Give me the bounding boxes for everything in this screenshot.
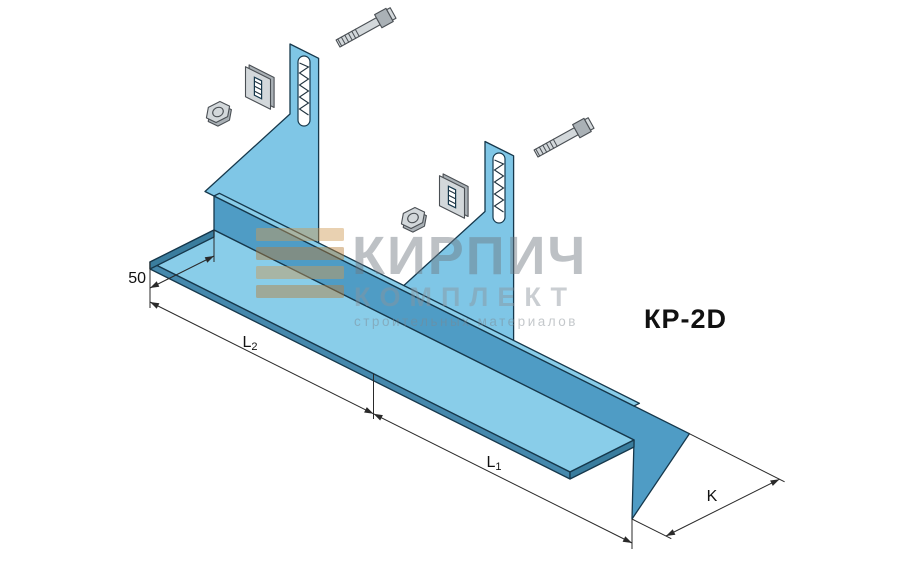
bolt-right <box>533 117 595 158</box>
dimension-50: 50 <box>128 255 215 289</box>
ext-line-apex-oblique <box>631 518 672 540</box>
horizontal-shelf <box>149 229 635 480</box>
hex-nut-right-top <box>400 206 426 230</box>
slotted-hole-right-hatch <box>493 159 505 213</box>
dim-K-line <box>665 478 780 537</box>
dim-L2-line <box>149 301 374 415</box>
slotted-hole-left-hatch <box>298 62 310 116</box>
dim-50-label: 50 <box>128 270 146 287</box>
dim-L1-line <box>373 413 633 544</box>
hex-nut-left <box>205 100 232 127</box>
dim-L2-arrow-end <box>364 407 374 414</box>
washer-left-slot-hatch <box>254 80 262 96</box>
dimension-L2: L2 <box>149 301 374 415</box>
logo-bar-4 <box>256 285 344 298</box>
product-title: КР-2D <box>644 304 727 334</box>
watermark-brand-secondary: КОМПЛЕКТ <box>354 282 576 312</box>
dimension-L1: L1 <box>373 413 633 544</box>
watermark-logo-bars <box>256 228 344 298</box>
hex-nut-right <box>400 206 427 233</box>
ext-line-tail-corner <box>689 433 785 483</box>
dim-K-arrow-start <box>666 529 676 536</box>
washer-right-slot-hatch <box>448 189 456 205</box>
hex-nut-right-hole <box>407 212 419 224</box>
bolt-right-thread <box>535 138 558 157</box>
dim-50-arrow-end <box>204 256 214 263</box>
slotted-square-washer-left <box>244 64 275 110</box>
bolt-left <box>335 7 397 48</box>
dim-L1-label: L1 <box>486 454 501 473</box>
back-wall-top-face <box>213 192 641 407</box>
bolt-right-shaft <box>533 127 579 158</box>
slotted-square-washer-right <box>438 173 469 219</box>
dim-L2-arrow-start <box>150 302 160 309</box>
bolt-left-shaft <box>335 17 381 48</box>
dimension-K: K <box>665 478 780 537</box>
hex-nut-left-top <box>205 100 231 124</box>
shelf-right-end-face <box>569 439 635 480</box>
dim-K-arrow-end <box>770 479 780 486</box>
dim-L1-arrow-end <box>622 536 632 543</box>
hex-nut-left-hole <box>212 106 224 118</box>
bolt-left-thread <box>337 28 360 47</box>
dim-50-arrow-start <box>150 281 160 288</box>
dim-L1-arrow-start <box>373 413 383 421</box>
watermark-tagline: строительных материалов <box>354 314 578 329</box>
logo-bar-2 <box>256 247 344 260</box>
dim-50-line <box>149 255 215 289</box>
dim-K-label: K <box>707 488 718 505</box>
logo-bar-3 <box>256 266 344 279</box>
dimension-annotations: 50 L2 L1 K <box>128 230 785 549</box>
logo-bar-1 <box>256 228 344 241</box>
watermark: КИРПИЧ КОМПЛЕКТ строительных материалов <box>256 226 587 329</box>
watermark-brand: КИРПИЧ <box>352 226 587 286</box>
bolt-right-head-cap <box>584 117 595 131</box>
dim-L2-label: L2 <box>242 334 257 353</box>
bolt-left-head-cap <box>386 7 397 21</box>
